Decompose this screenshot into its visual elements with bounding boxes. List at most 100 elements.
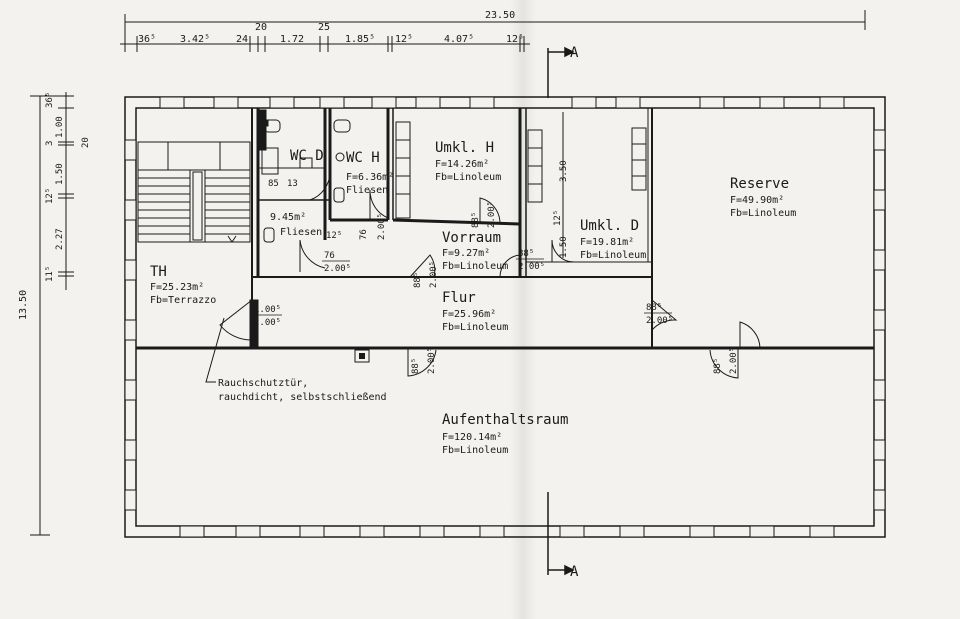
wc-small-floor: Fliesen — [280, 227, 322, 238]
wc-h-floor: Fliesen — [346, 185, 388, 196]
wc-dim-13: 13 — [287, 179, 298, 189]
umkld-dim-1-50: 1.50 — [559, 236, 569, 258]
umkl-h-area: F=14.26m² — [435, 159, 489, 170]
section-label-top: A — [570, 45, 579, 61]
dim-left-20: 20 — [81, 137, 91, 148]
flur-door-width: 88⁵ — [411, 358, 421, 374]
umklh-door-height: 2.00⁵ — [487, 201, 497, 228]
window-piers-top — [159, 96, 845, 109]
vorraum-door-width: 88⁵ — [518, 249, 534, 259]
th-floor: Fb=Terrazzo — [150, 295, 216, 306]
dim-4-07: 4.07⁵ — [444, 34, 474, 45]
window-piers-bottom — [179, 525, 835, 538]
wc-h-name: WC H — [346, 150, 380, 166]
dim-1-85: 1.85⁵ — [345, 34, 375, 45]
vorraum-door-height: 2.00⁵ — [518, 262, 545, 272]
vorraum-name: Vorraum — [442, 230, 501, 246]
reserve-area: F=49.90m² — [730, 195, 784, 206]
flur-vorraum-door-height: 2.00⁵ — [429, 261, 439, 288]
dim-24: 24 — [236, 34, 248, 45]
th-name: TH — [150, 264, 167, 280]
th-door-width: 1.00⁵ — [254, 305, 281, 315]
reserve-name: Reserve — [730, 176, 789, 192]
wc-dim-85: 85 — [268, 179, 279, 189]
wc-door-12: 12⁵ — [326, 231, 342, 241]
room-umkl-d: Umkl. D F=19.81m² Fb=Linoleum — [580, 218, 646, 261]
dim-left-11: 11⁵ — [45, 266, 55, 282]
aufenthalt-area: F=120.14m² — [442, 432, 502, 443]
window-piers-right — [873, 129, 886, 511]
dim-left-12: 12⁵ — [45, 188, 55, 204]
umkl-h-floor: Fb=Linoleum — [435, 172, 501, 183]
room-aufenthaltsraum: Aufenthaltsraum F=120.14m² Fb=Linoleum — [442, 412, 568, 456]
interior-walls — [136, 107, 874, 350]
wc-door-height: 2.00⁵ — [324, 264, 351, 274]
umkl-h-name: Umkl. H — [435, 140, 494, 156]
dim-3-42: 3.42⁵ — [180, 34, 210, 45]
section-line-a — [547, 46, 575, 576]
door-dimension-labels: 1.00⁵ 2.00⁵ 76 2.00⁵ 12⁵ 76 2.00⁵ 88⁵ 2.… — [252, 160, 739, 374]
wc-fixtures — [257, 109, 351, 243]
aufent-door-width: 88⁵ — [713, 358, 723, 374]
flur-vorraum-door-width: 88⁵ — [413, 272, 423, 288]
room-flur: Flur F=25.96m² Fb=Linoleum — [442, 290, 508, 333]
section-label-bottom: A — [570, 564, 579, 580]
room-umkl-h: Umkl. H F=14.26m² Fb=Linoleum — [435, 140, 501, 183]
shaft-symbol — [354, 349, 370, 363]
rauchschutz-leader — [205, 317, 225, 383]
room-vorraum: Vorraum F=9.27m² Fb=Linoleum — [442, 230, 508, 272]
wch-door-width: 76 — [359, 229, 369, 240]
dim-12-b: 12⁵ — [506, 34, 524, 45]
room-wc-h: WC H F=6.36m² Fliesen — [346, 150, 394, 196]
overall-width-label: 23.50 — [485, 10, 515, 21]
window-piers-left — [124, 139, 137, 511]
room-wc-d: WC D — [290, 148, 324, 164]
dim-left-36: 36⁵ — [45, 92, 55, 108]
wc-small-area: 9.45m² — [270, 212, 306, 223]
room-wc-small: 9.45m² Fliesen — [270, 212, 322, 238]
wc-h-area: F=6.36m² — [346, 172, 394, 183]
doors — [219, 171, 761, 379]
reserve-door-width: 88⁵ — [646, 303, 662, 313]
locker-racks — [395, 121, 647, 219]
flur-name: Flur — [442, 290, 476, 306]
umkl-d-name: Umkl. D — [580, 218, 639, 234]
top-dimension-chain — [120, 10, 866, 52]
umkld-dim-3-50: 3.50 — [559, 160, 569, 182]
wc-d-name: WC D — [290, 148, 324, 164]
dim-20: 20 — [255, 22, 267, 33]
rauchschutz-text-1: Rauchschutztür, — [218, 378, 308, 389]
rauchschutz-text-2: rauchdicht, selbstschließend — [218, 392, 387, 403]
umklh-door-width: 88⁵ — [471, 212, 481, 228]
th-door-height: 2.00⁵ — [254, 318, 281, 328]
dim-left-3: 3 — [45, 141, 55, 146]
wch-door-height: 2.00⁵ — [377, 213, 387, 240]
dim-1-72: 1.72 — [280, 34, 304, 45]
paper-fold — [510, 0, 536, 619]
dim-36: 36⁵ — [138, 34, 156, 45]
reserve-door-height: 2.00⁵ — [646, 316, 673, 326]
flur-area: F=25.96m² — [442, 309, 496, 320]
dim-left-1-50: 1.50 — [55, 163, 65, 185]
dim-25: 25 — [318, 22, 330, 33]
left-dimension-chain — [30, 92, 74, 536]
aufenthalt-name: Aufenthaltsraum — [442, 412, 568, 428]
reserve-floor: Fb=Linoleum — [730, 208, 796, 219]
vorraum-area: F=9.27m² — [442, 248, 490, 259]
umkl-d-floor: Fb=Linoleum — [580, 250, 646, 261]
th-area: F=25.23m² — [150, 282, 204, 293]
dim-12-a: 12⁵ — [395, 34, 413, 45]
flur-door-height: 2.00⁵ — [427, 347, 437, 374]
umkld-dim-12: 12⁵ — [553, 210, 563, 226]
staircase — [137, 141, 251, 243]
vorraum-floor: Fb=Linoleum — [442, 261, 508, 272]
outer-wall — [124, 96, 886, 538]
aufenthalt-floor: Fb=Linoleum — [442, 445, 508, 456]
dim-left-2-27: 2.27 — [55, 228, 65, 250]
flur-floor: Fb=Linoleum — [442, 322, 508, 333]
umkl-d-area: F=19.81m² — [580, 237, 634, 248]
dim-left-1-00: 1.00 — [55, 116, 65, 138]
overall-height-label: 13.50 — [18, 290, 29, 320]
wc-door-width: 76 — [324, 251, 335, 261]
